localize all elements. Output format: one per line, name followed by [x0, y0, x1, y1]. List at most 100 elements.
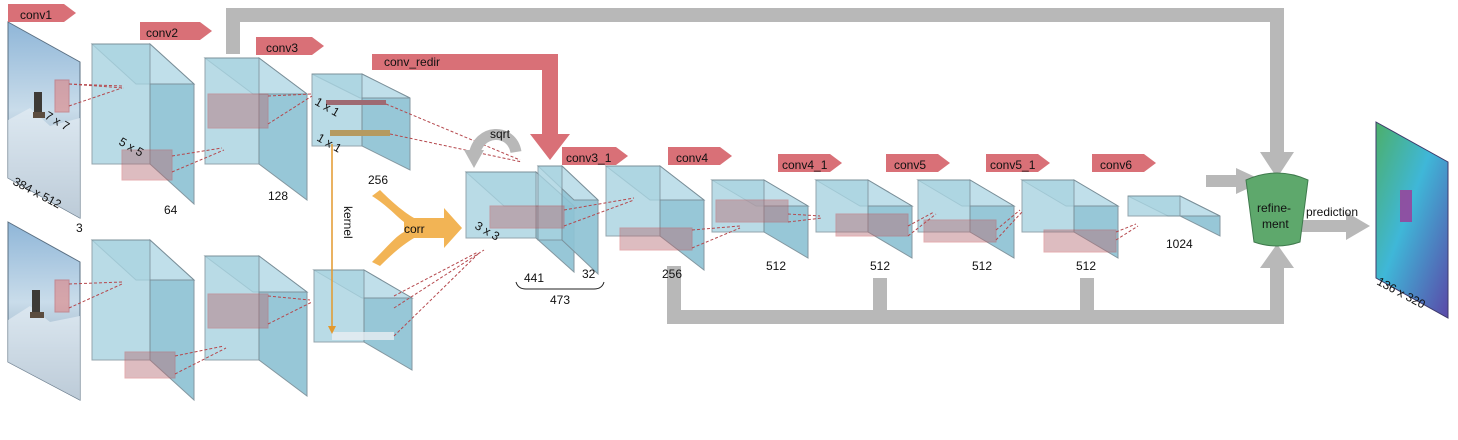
label-conv5-1: conv5_1 [990, 158, 1036, 172]
rf-line [907, 213, 937, 237]
skip-bottom-vertical-right [1270, 262, 1284, 324]
label-conv2: conv2 [146, 26, 178, 40]
label-ch-512-b: 512 [870, 259, 890, 273]
label-conv6: conv6 [1100, 158, 1132, 172]
conv6-to-refine-shaft [1206, 175, 1238, 187]
arrow-conv4-1 [778, 154, 842, 172]
rf-line [563, 199, 635, 227]
strip-conv3-1x1-b [330, 130, 390, 136]
label-input-channels: 3 [76, 221, 83, 235]
patch-conv2-bottom [207, 293, 269, 329]
label-ch-473: 473 [550, 293, 570, 307]
arrow-conv3-1 [562, 147, 628, 165]
receptive-field-lines [68, 83, 1139, 375]
skip-bottom-right-vertical [1080, 278, 1094, 318]
block-conv6 [1127, 195, 1221, 237]
label-ch-32: 32 [582, 267, 596, 281]
label-conv-redir: conv_redir [384, 55, 440, 69]
block-conv4-1 [814, 179, 914, 259]
label-conv1: conv1 [20, 8, 52, 22]
label-ch-256-b: 256 [662, 267, 682, 281]
block-conv3-1 [604, 164, 706, 272]
rf-line [1115, 223, 1137, 233]
rf-line [68, 83, 123, 87]
block-conv1-top [90, 42, 196, 206]
block-conv3-top [311, 73, 411, 171]
feature-blocks [90, 42, 1221, 402]
strip-conv3-bottom [332, 332, 394, 340]
prediction-arrow-head [1346, 212, 1370, 240]
conv-arrows [8, 4, 1156, 172]
skip-bottom-left-vertical [667, 266, 681, 324]
label-ch-512-d: 512 [1076, 259, 1096, 273]
rf-line [787, 217, 823, 223]
skip-bottom-horizontal [667, 310, 1284, 324]
skip-top-arrowhead [1260, 152, 1294, 178]
patch-conv1-bottom [124, 351, 176, 379]
arrow-conv5-1 [986, 154, 1050, 172]
label-conv3: conv3 [266, 41, 298, 55]
block-conv2-top [203, 57, 309, 201]
rf-line [267, 295, 311, 301]
arrow-conv3 [256, 37, 324, 55]
patch-conv3-1 [619, 227, 693, 251]
label-ch-256-a: 256 [368, 173, 388, 187]
label-refinement-line2: ment [1262, 217, 1289, 231]
sqrt-arrow [464, 129, 522, 168]
label-conv3-1: conv3_1 [566, 151, 612, 165]
conv-redir-arrow [372, 54, 570, 160]
arrow-conv2 [140, 22, 212, 40]
block-conv3-bottom [312, 269, 414, 371]
block-conv4 [710, 179, 810, 259]
label-conv4-1: conv4_1 [782, 158, 828, 172]
kernel-line [328, 144, 336, 334]
rf-line [393, 249, 485, 309]
patch-conv2-top [207, 93, 269, 129]
rf-line [267, 95, 313, 125]
rf-line [995, 211, 1023, 241]
patch-conv4-1 [835, 213, 909, 237]
patch-conv5-1 [1043, 229, 1117, 253]
rf-line [787, 213, 821, 217]
corr-arrow [372, 190, 462, 266]
label-corr: corr [404, 222, 425, 236]
block-conv5 [916, 179, 1016, 259]
label-ch-64: 64 [164, 203, 178, 217]
skip-top-vertical-right [1270, 8, 1284, 158]
arrow-conv5 [886, 154, 950, 172]
rf-line [385, 103, 521, 161]
skip-bottom-mid-vertical [873, 278, 887, 318]
rf-line [393, 251, 481, 337]
refinement-node [1245, 172, 1309, 247]
label-ch-512-c: 512 [972, 259, 992, 273]
rf-line [267, 301, 313, 325]
rf-line [995, 209, 1021, 231]
rf-line [389, 133, 523, 163]
block-conv1-bottom [90, 238, 196, 402]
skip-connections [226, 8, 1370, 324]
concat-bracket [515, 281, 605, 290]
block-conv5-1 [1020, 179, 1120, 259]
arrow-conv1 [8, 4, 76, 22]
label-ch-128: 128 [268, 189, 288, 203]
input-image-2 [7, 221, 81, 401]
rf-line [68, 83, 125, 89]
skip-top-horizontal [226, 8, 1284, 22]
rf-line [174, 347, 227, 375]
rf-line [267, 93, 313, 97]
label-conv4: conv4 [676, 151, 708, 165]
rf-line [68, 281, 123, 285]
rf-line [1115, 225, 1139, 241]
prediction-arrow-shaft [1300, 220, 1348, 232]
label-prediction: prediction [1306, 205, 1358, 219]
strip-conv3-1x1-a [326, 100, 386, 105]
block-conv2-bottom [203, 255, 309, 397]
label-sqrt: sqrt [490, 127, 511, 141]
rf-line [691, 225, 741, 231]
skip-bottom-arrowhead [1260, 244, 1294, 268]
label-kernel: kernel [341, 206, 355, 239]
rf-line [393, 251, 479, 297]
input-image-1 [7, 21, 81, 219]
arrow-conv4 [668, 147, 732, 165]
